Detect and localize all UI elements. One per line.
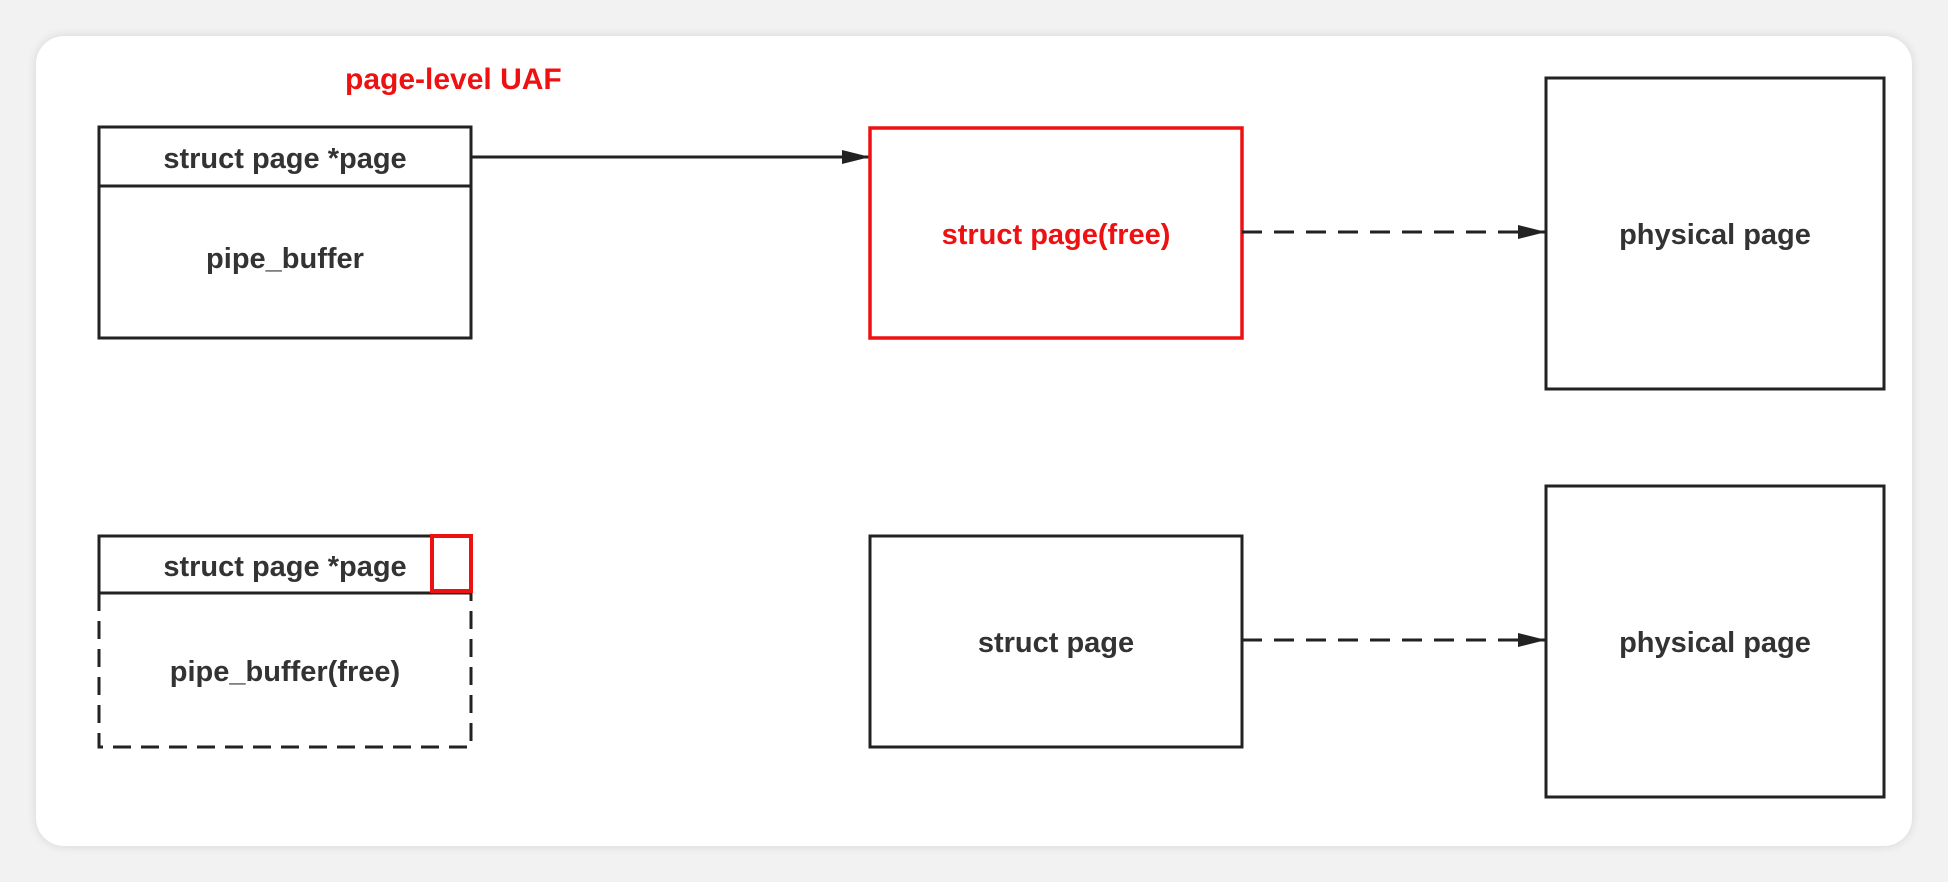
diagram-title: page-level UAF: [345, 63, 562, 96]
top-pipe-buffer: struct page *page pipe_buffer: [97, 125, 473, 340]
bottom-pipe-buffer: struct page *page pipe_buffer(free): [97, 534, 473, 749]
top-struct-page-box: [868, 126, 1244, 340]
bottom-struct-page-label: struct page: [978, 627, 1134, 659]
bottom-pipe-buffer-freed-body: [97, 593, 473, 749]
bottom-pipe-buffer-header: struct page *page: [163, 551, 406, 583]
bottom-struct-page-box: [868, 534, 1244, 749]
bottom-physical-page-box: [1544, 484, 1886, 799]
top-struct-page: struct page(free): [868, 126, 1244, 340]
top-struct-page-label: struct page(free): [942, 219, 1171, 251]
top-pipe-buffer-box: [97, 125, 473, 340]
top-physical-page-label: physical page: [1619, 219, 1811, 251]
bottom-physical-page-label: physical page: [1619, 627, 1811, 659]
top-pipe-buffer-label: pipe_buffer: [206, 243, 364, 275]
bottom-physical-page: physical page: [1544, 484, 1886, 799]
dangling-pointer-highlight: [430, 534, 473, 593]
bottom-struct-page: struct page: [868, 534, 1244, 749]
bottom-pipe-buffer-label: pipe_buffer(free): [170, 656, 400, 688]
top-physical-page: physical page: [1544, 76, 1886, 391]
top-physical-page-box: [1544, 76, 1886, 391]
top-pipe-buffer-header: struct page *page: [163, 143, 406, 175]
